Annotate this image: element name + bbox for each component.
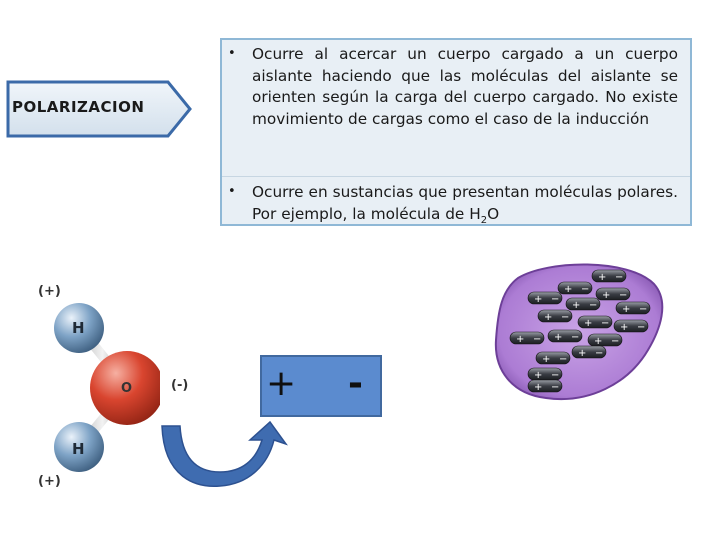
dipole-box: + - — [260, 355, 382, 417]
atom-label-h-top: H — [72, 319, 85, 337]
plus-sign: + — [266, 363, 297, 404]
bullet-marker: • — [228, 46, 236, 61]
info-box: • Ocurre al acercar un cuerpo cargado a … — [220, 38, 692, 226]
charge-label-top: (+) — [38, 284, 61, 299]
page-title: POLARIZACION — [12, 98, 145, 116]
charge-label-center: (-) — [171, 378, 189, 393]
bullet-text-2: Ocurre en sustancias que presentan moléc… — [252, 183, 678, 226]
curved-arrow-icon — [150, 420, 300, 496]
polarized-cell-icon: + − — [488, 258, 664, 410]
minus-sign: - — [348, 363, 363, 404]
bullet-text-1: Ocurre al acercar un cuerpo cargado a un… — [252, 45, 678, 128]
atom-label-o: O — [121, 381, 133, 396]
water-molecule-icon: (+) H O (-) H (+) — [30, 280, 188, 499]
title-arrow-shape — [6, 80, 192, 138]
charge-label-bottom: (+) — [38, 474, 61, 489]
atom-label-h-bottom: H — [72, 440, 85, 458]
info-divider — [222, 176, 690, 177]
bullet-marker: • — [228, 184, 236, 199]
